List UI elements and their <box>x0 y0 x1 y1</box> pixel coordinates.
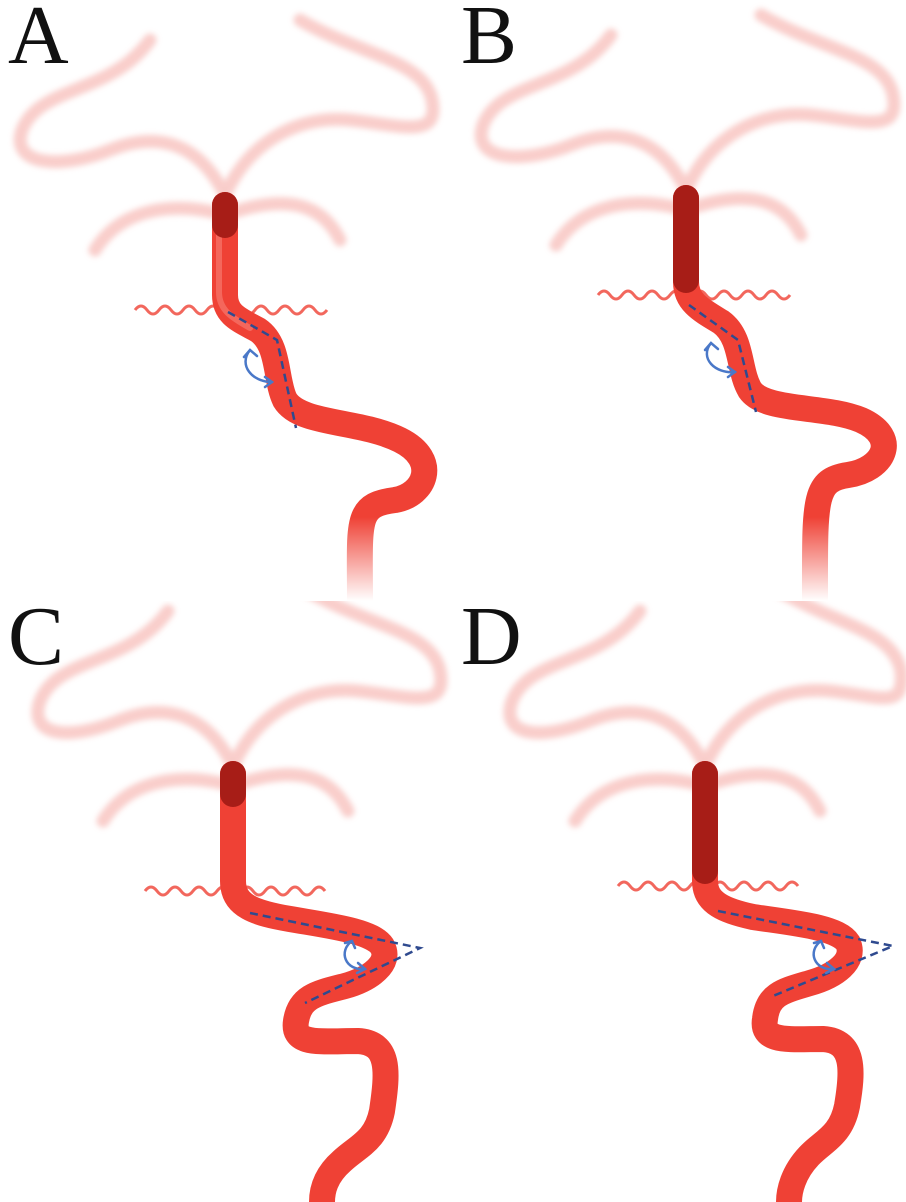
panel-label-c: C <box>8 601 64 679</box>
artery <box>233 774 386 1202</box>
artery <box>705 774 851 1202</box>
panel-a: A <box>0 0 453 601</box>
panel-label-a: A <box>8 0 69 78</box>
panel-label-d: D <box>461 601 522 679</box>
panel-label-b: B <box>461 0 517 78</box>
panel-c: C <box>0 601 453 1202</box>
panel-b-illustration <box>453 0 906 601</box>
panel-a-illustration <box>0 0 453 601</box>
bottom-fade <box>453 0 906 601</box>
panel-d: D <box>453 601 906 1202</box>
panel-c-illustration <box>0 601 453 1202</box>
panel-d-illustration <box>453 601 906 1202</box>
panel-b: B <box>453 0 906 601</box>
bottom-fade <box>0 0 453 601</box>
